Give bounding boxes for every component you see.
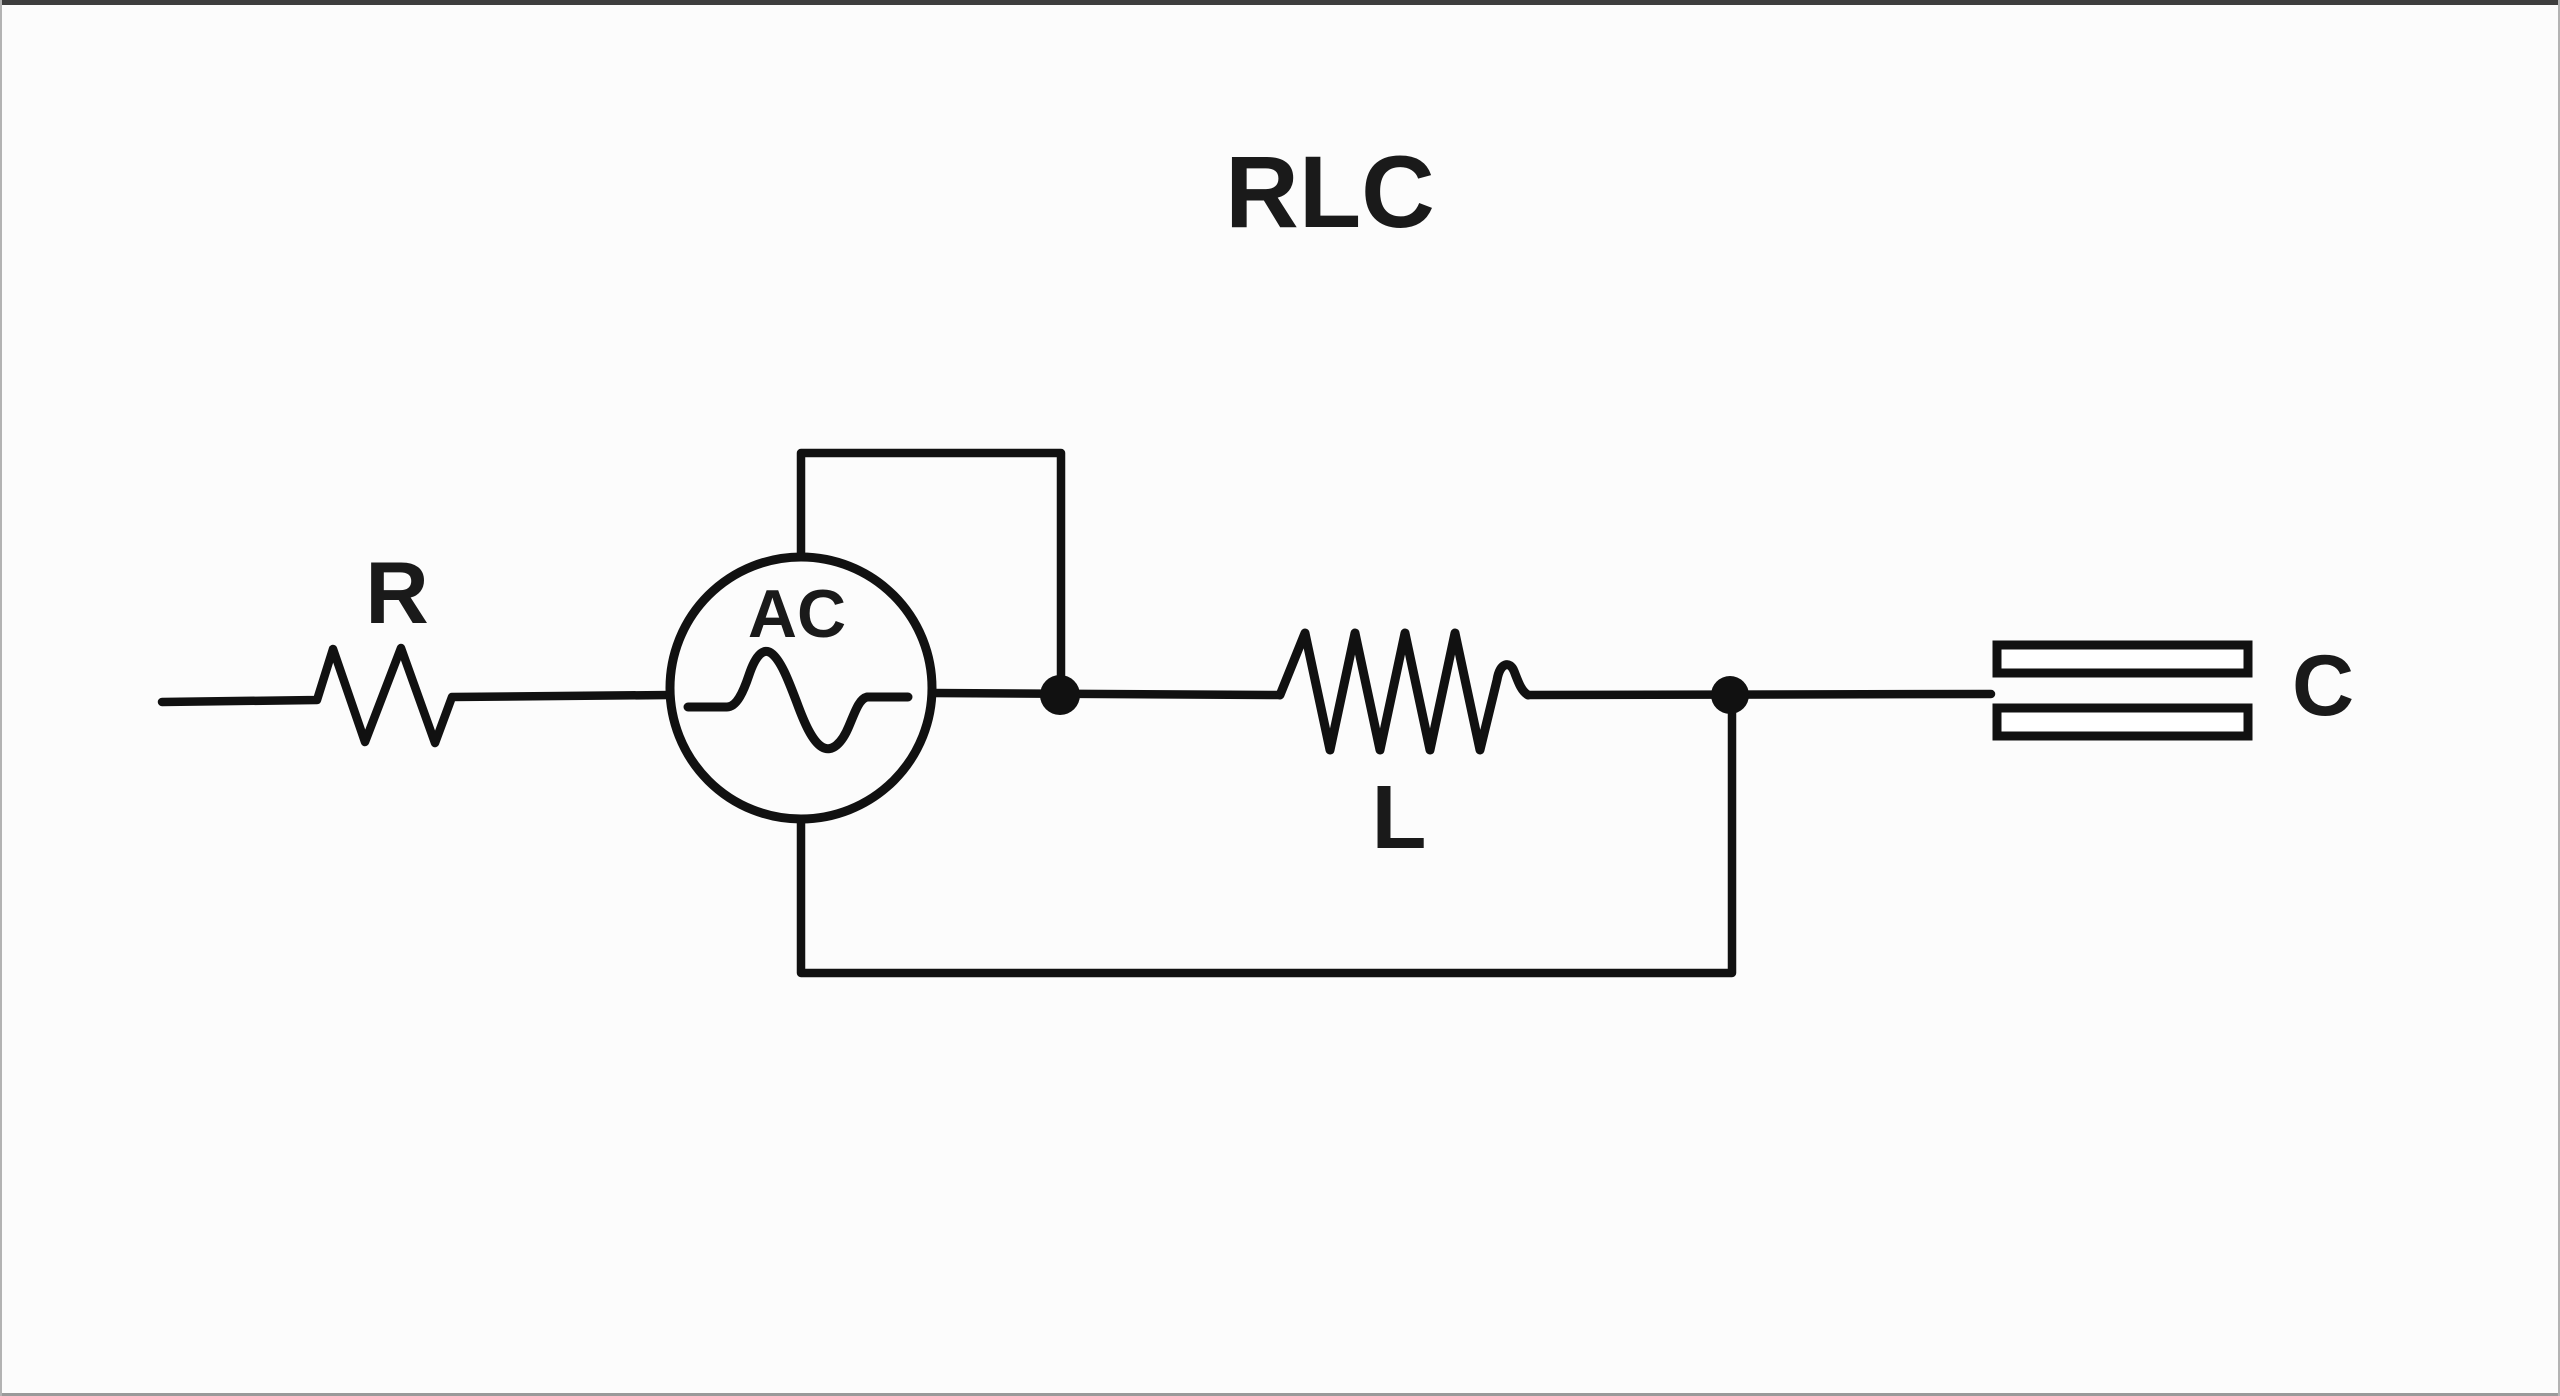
- resistor-symbol: [157, 643, 675, 748]
- junction-dot-left: [1040, 675, 1080, 715]
- wire-inductor-to-capacitor: [1523, 689, 1996, 700]
- resistor-label: R: [365, 543, 429, 642]
- wire-source-to-inductor: [927, 688, 1285, 700]
- frame-border-top: [0, 0, 2560, 5]
- junction-dots: [1040, 675, 1749, 715]
- labels: RLC R AC L C: [365, 135, 2354, 868]
- junction-dot-right: [1711, 676, 1749, 714]
- sine-wave-icon: [683, 646, 913, 754]
- frame-border-right: [2558, 0, 2560, 1396]
- bottom-return-wire: [796, 695, 1737, 978]
- frame-border-bottom: [0, 1393, 2560, 1396]
- inductor-label: L: [1372, 768, 1427, 868]
- capacitor-label: C: [2292, 638, 2354, 734]
- diagram-title: RLC: [1225, 135, 1435, 249]
- top-bypass-wire: [796, 448, 1066, 700]
- inductor-symbol: [1275, 628, 1533, 755]
- ac-source-label: AC: [748, 576, 846, 652]
- capacitor-bottom-plate: [1992, 703, 2253, 741]
- circuit-strokes: [157, 448, 2253, 978]
- frame-border-left: [0, 0, 2, 1396]
- capacitor-top-plate: [1992, 640, 2253, 678]
